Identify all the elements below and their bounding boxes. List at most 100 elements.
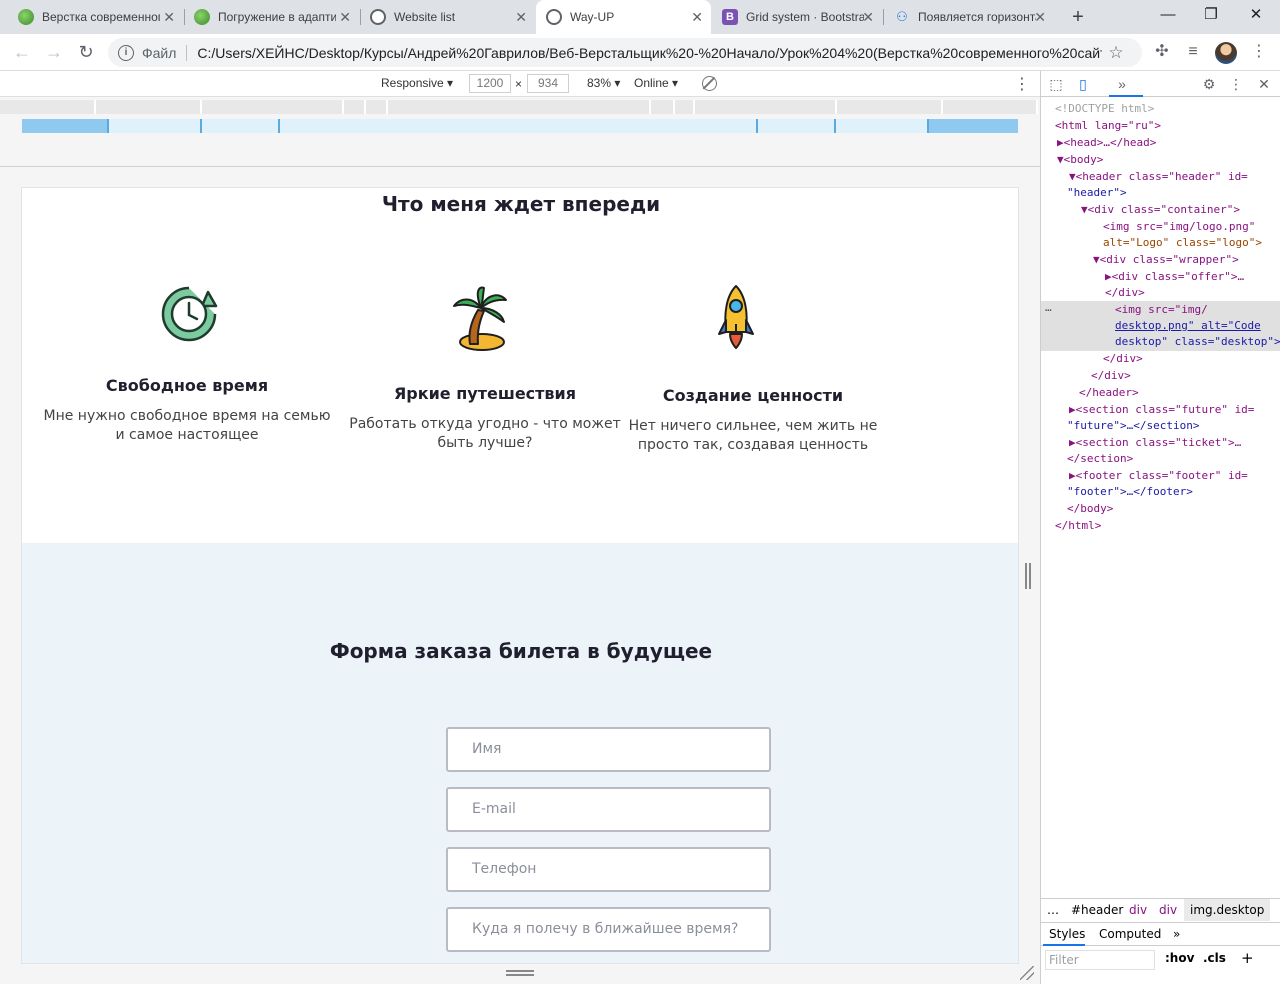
dom-line[interactable]: ▶<div class="offer">… — [1105, 270, 1245, 283]
dom-line[interactable]: </header> — [1079, 386, 1139, 399]
close-icon[interactable]: ✕ — [339, 9, 351, 25]
dom-line[interactable]: ▼<header class="header" id= — [1069, 170, 1248, 183]
window-close-button[interactable]: ✕ — [1249, 6, 1263, 23]
browser-menu-icon[interactable]: ⋮ — [1251, 43, 1267, 60]
viewport-height-input[interactable]: 934 — [527, 74, 569, 93]
forward-arrow-icon[interactable]: → — [45, 42, 63, 62]
devtools-close-icon[interactable]: ✕ — [1258, 76, 1270, 92]
minimize-button[interactable]: — — [1160, 6, 1176, 23]
device-toggle-icon[interactable]: ▯ — [1079, 76, 1087, 92]
ruler-segment[interactable] — [96, 100, 202, 114]
close-icon[interactable]: ✕ — [163, 9, 175, 25]
ruler-segment[interactable] — [675, 100, 695, 114]
name-input[interactable]: Имя — [446, 727, 771, 772]
tab-1[interactable]: Верстка современного сайта ✕ — [8, 0, 183, 34]
resize-handle-right[interactable] — [1025, 563, 1031, 589]
throttling-select[interactable]: Online ▾ — [634, 76, 679, 90]
ruler-segment[interactable] — [366, 100, 388, 114]
tab-3[interactable]: Website list ✕ — [360, 0, 535, 34]
info-icon[interactable]: i — [118, 44, 134, 61]
dom-line[interactable]: </div> — [1105, 286, 1145, 299]
restore-button[interactable]: ❐ — [1204, 6, 1218, 23]
phone-input[interactable]: Телефон — [446, 847, 771, 892]
dom-line[interactable]: desktop" class="desktop"> — [1115, 335, 1280, 348]
dom-line[interactable]: "future">…</section> — [1067, 419, 1200, 432]
dom-line[interactable]: "header"> — [1067, 186, 1127, 199]
ruler-segment[interactable] — [202, 100, 344, 114]
tab-4-active[interactable]: Way-UP ✕ — [536, 0, 711, 34]
class-toggle[interactable]: .cls — [1203, 951, 1226, 965]
viewport-width-input[interactable]: 1200 — [469, 74, 511, 93]
resize-handle-corner[interactable] — [1020, 966, 1034, 980]
new-tab-button[interactable]: + — [1072, 6, 1084, 28]
tab-more[interactable]: » — [1173, 927, 1181, 941]
extensions-puzzle-icon[interactable]: ✣ — [1155, 43, 1169, 60]
close-icon[interactable]: ✕ — [691, 9, 703, 25]
dom-line[interactable]: </html> — [1055, 519, 1102, 532]
back-arrow-icon[interactable]: ← — [13, 42, 31, 62]
ruler-segment[interactable] — [651, 100, 675, 114]
more-tabs-icon[interactable]: » — [1118, 76, 1126, 92]
ruler-segment[interactable] — [837, 100, 943, 114]
media-query-segment[interactable] — [22, 119, 109, 133]
address-bar[interactable]: i Файл C:/Users/ХЕЙНС/Desktop/Курсы/Андр… — [108, 38, 1142, 67]
dom-line[interactable]: ▼<body> — [1057, 153, 1104, 166]
zoom-select[interactable]: 83% ▾ — [587, 76, 621, 90]
hover-state-toggle[interactable]: :hov — [1165, 951, 1195, 965]
dom-line[interactable]: ▶<head>…</head> — [1057, 136, 1157, 149]
media-query-segment[interactable] — [280, 119, 758, 133]
tab-styles[interactable]: Styles — [1049, 927, 1086, 941]
dom-line[interactable]: ▶<section class="future" id= — [1069, 403, 1255, 416]
email-input[interactable]: E-mail — [446, 787, 771, 832]
media-query-segment[interactable] — [929, 119, 1018, 133]
dom-line[interactable]: </section> — [1067, 452, 1134, 465]
tab-5[interactable]: B Grid system · Bootstrap ✕ — [712, 0, 882, 34]
dom-line[interactable]: alt="Logo" class="logo"> — [1103, 236, 1262, 249]
ruler-segment[interactable] — [388, 100, 651, 114]
dom-line[interactable]: ▼<div class="container"> — [1081, 203, 1240, 216]
dom-line[interactable]: <img src="img/ — [1115, 303, 1208, 316]
reload-icon[interactable]: ↻ — [78, 42, 94, 62]
url-text[interactable]: C:/Users/ХЕЙНС/Desktop/Курсы/Андрей%20Га… — [197, 44, 1103, 61]
styles-filter-input[interactable]: Filter — [1045, 950, 1155, 970]
breadcrumb-item[interactable]: div — [1129, 903, 1148, 917]
tab-6[interactable]: ⚇ Появляется горизонтальный скролл ✕ — [884, 0, 1054, 34]
dom-line[interactable]: ▼<div class="wrapper"> — [1093, 253, 1239, 266]
tab-2[interactable]: Погружение в адаптив ✕ — [184, 0, 359, 34]
dom-line[interactable]: <img src="img/logo.png" — [1103, 220, 1256, 233]
breadcrumb-item[interactable]: #header — [1071, 903, 1124, 917]
dom-line[interactable]: </body> — [1067, 502, 1114, 515]
close-icon[interactable]: ✕ — [862, 9, 874, 25]
resize-handle-bottom[interactable] — [506, 970, 534, 976]
dom-line[interactable]: desktop.png" alt="Code — [1115, 319, 1261, 332]
close-icon[interactable]: ✕ — [1034, 9, 1046, 25]
bookmark-star-icon[interactable]: ☆ — [1108, 42, 1124, 62]
breadcrumb-item-active[interactable]: img.desktop — [1184, 899, 1271, 921]
device-mode-select[interactable]: Responsive ▾ — [381, 76, 454, 90]
dom-line[interactable]: ▶<section class="ticket">… — [1069, 436, 1242, 449]
dom-line[interactable]: <!DOCTYPE html> — [1055, 102, 1155, 115]
dom-line[interactable]: </div> — [1091, 369, 1131, 382]
breadcrumb-item[interactable]: div — [1159, 903, 1178, 917]
ruler-segment[interactable] — [344, 100, 366, 114]
dom-line[interactable]: ▶<footer class="footer" id= — [1069, 469, 1248, 482]
dom-line[interactable]: </div> — [1103, 352, 1143, 365]
inspect-element-icon[interactable]: ⬚ — [1049, 76, 1063, 92]
ruler-segment[interactable] — [695, 100, 837, 114]
media-query-segment[interactable] — [836, 119, 929, 133]
rotate-disabled-icon[interactable] — [702, 76, 717, 91]
close-icon[interactable]: ✕ — [515, 9, 527, 25]
media-queue-icon[interactable]: ≡ — [1188, 43, 1198, 60]
profile-avatar[interactable] — [1215, 42, 1237, 64]
settings-gear-icon[interactable]: ⚙ — [1202, 76, 1216, 92]
media-query-segment[interactable] — [202, 119, 280, 133]
more-options-icon[interactable]: ⋮ — [1014, 76, 1030, 93]
ruler-segment[interactable] — [943, 100, 1038, 114]
add-style-rule-button[interactable]: + — [1241, 949, 1254, 967]
destination-input[interactable]: Куда я полечу в ближайшее время? — [446, 907, 771, 952]
dom-line[interactable]: <html lang="ru"> — [1055, 119, 1161, 132]
selected-dom-node[interactable] — [1041, 301, 1280, 351]
breadcrumb-item[interactable]: … — [1047, 903, 1059, 917]
dom-line[interactable]: "footer">…</footer> — [1067, 485, 1193, 498]
media-query-segment[interactable] — [758, 119, 836, 133]
